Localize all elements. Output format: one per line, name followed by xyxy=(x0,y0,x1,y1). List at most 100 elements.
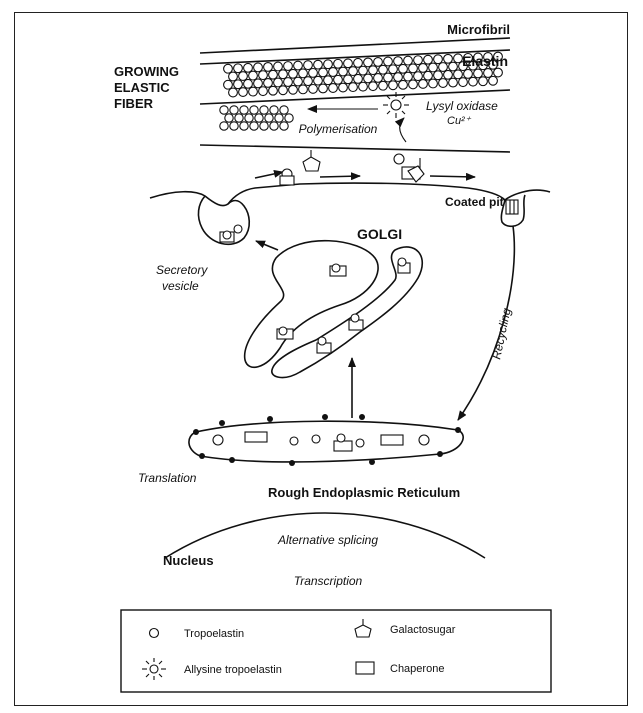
secretory-label: Secretory xyxy=(156,263,208,277)
tropoelastin-circle xyxy=(474,69,483,78)
transcription-label: Transcription xyxy=(294,574,363,588)
tropoelastin-circle xyxy=(284,78,293,87)
tropoelastin-circle xyxy=(389,81,398,90)
tropoelastin-circle xyxy=(234,80,243,89)
translation-label: Translation xyxy=(138,471,197,485)
tropoelastin-circle xyxy=(280,122,288,130)
tropoelastin-circle xyxy=(364,74,373,83)
legend-tropoelastin-icon xyxy=(150,629,159,638)
tropoelastin-circle xyxy=(479,77,488,86)
tropoelastin-circle xyxy=(344,75,353,84)
legend-tropoelastin-label: Tropoelastin xyxy=(184,628,244,640)
tropoelastin-circle xyxy=(439,79,448,88)
tropoelastin-circle xyxy=(424,71,433,80)
tropoelastin-circle xyxy=(374,74,383,83)
alternative-splicing-label: Alternative splicing xyxy=(277,533,378,547)
vesicle-label: vesicle xyxy=(162,279,199,293)
tropoelastin-circle xyxy=(469,77,478,86)
tropoelastin-circle xyxy=(225,114,233,122)
microfibril-label: Microfibril xyxy=(447,22,510,37)
tropoelastin-circle xyxy=(299,69,308,78)
tropoelastin-circle xyxy=(255,114,263,122)
legend-galactosugar-label: Galactosugar xyxy=(390,624,456,636)
tropoelastin-circle xyxy=(289,85,298,94)
tropoelastin-circle xyxy=(359,82,368,91)
tropoelastin-circle xyxy=(394,73,403,82)
tropoelastin-circle xyxy=(369,66,378,75)
tropoelastin-circle xyxy=(294,77,303,86)
tropoelastin-circle xyxy=(324,60,333,69)
tropoelastin-circle xyxy=(459,78,468,87)
tropoelastin-circle xyxy=(444,54,453,63)
copper-label: Cu²⁺ xyxy=(447,115,472,127)
tropoelastin-circle xyxy=(235,114,243,122)
tropoelastin-circle xyxy=(319,68,328,77)
golgi-to-vesicle-arrow xyxy=(256,241,278,250)
tropoelastin-circle xyxy=(379,65,388,74)
tropoelastin-circle xyxy=(389,65,398,74)
tropoelastin-circle xyxy=(264,79,273,88)
recycling-label: Recycling xyxy=(489,307,514,361)
tropoelastin-circle xyxy=(454,54,463,63)
tropoelastin-circle xyxy=(234,64,243,73)
tropoelastin-circle xyxy=(270,122,278,130)
fiber-label: FIBER xyxy=(114,96,154,111)
tropoelastin-circle xyxy=(364,58,373,67)
tropoelastin-circle xyxy=(449,62,458,71)
tropoelastin-circle xyxy=(404,56,413,65)
transport-arrow xyxy=(430,176,475,177)
tropoelastin-circle xyxy=(229,88,238,97)
tropoelastin-circle xyxy=(239,72,248,81)
tropoelastin-circle xyxy=(285,114,293,122)
tropoelastin-circle xyxy=(414,56,423,65)
tropoelastin-circle xyxy=(354,74,363,83)
tropoelastin-circle xyxy=(265,114,273,122)
coated-pit-label: Coated pit xyxy=(445,195,504,209)
tropoelastin-circle xyxy=(359,66,368,75)
transport-arrow xyxy=(255,172,283,178)
tropoelastin-circle xyxy=(280,106,288,114)
tropoelastin-circle xyxy=(399,64,408,73)
legend: Tropoelastin Galactosugar Allysine tropo… xyxy=(121,610,551,692)
elastin-label: Elastin xyxy=(462,53,508,69)
polymerising-tropoelastin-cluster xyxy=(220,106,293,130)
tropoelastin-circle xyxy=(349,67,358,76)
tropoelastin-circle xyxy=(279,70,288,79)
tropoelastin-circle xyxy=(324,76,333,85)
tropoelastin-circle xyxy=(334,59,343,68)
tropoelastin-circle xyxy=(274,78,283,87)
transport-arrow xyxy=(320,176,360,177)
tropoelastin-circle xyxy=(314,76,323,85)
tropoelastin-circle xyxy=(270,106,278,114)
galactosugar-icon xyxy=(303,157,320,171)
tropoelastin-circle xyxy=(294,61,303,70)
tropoelastin-circle xyxy=(334,75,343,84)
tropoelastin-circle xyxy=(309,68,318,77)
tropoelastin-circle xyxy=(220,122,228,130)
rer-label: Rough Endoplasmic Reticulum xyxy=(268,485,460,500)
tropoelastin-circle xyxy=(260,106,268,114)
tropoelastin-circle xyxy=(284,62,293,71)
tropoelastin-circle xyxy=(384,57,393,66)
tropoelastin-circle xyxy=(399,80,408,89)
tropoelastin-circle xyxy=(314,60,323,69)
tropoelastin-circle xyxy=(230,106,238,114)
curved-arrow xyxy=(400,118,406,142)
tropoelastin-circle xyxy=(349,83,358,92)
tropoelastin-circle xyxy=(249,71,258,80)
tropoelastin-circle xyxy=(260,122,268,130)
tropoelastin-circle xyxy=(454,70,463,79)
tropoelastin-circle xyxy=(230,122,238,130)
tropoelastin-circle xyxy=(394,57,403,66)
tropoelastin-circle xyxy=(249,87,258,96)
tropoelastin-circle xyxy=(269,86,278,95)
tropoelastin-circle xyxy=(304,61,313,70)
tropoelastin-circle xyxy=(489,76,498,85)
tropoelastin-circle xyxy=(339,83,348,92)
tropoelastin-circle xyxy=(279,86,288,95)
tropoelastin-circle xyxy=(409,64,418,73)
elastic-label: ELASTIC xyxy=(114,80,170,95)
rer-cargo xyxy=(213,432,429,451)
tropoelastin-circle xyxy=(419,80,428,89)
tropoelastin-circle xyxy=(404,72,413,81)
